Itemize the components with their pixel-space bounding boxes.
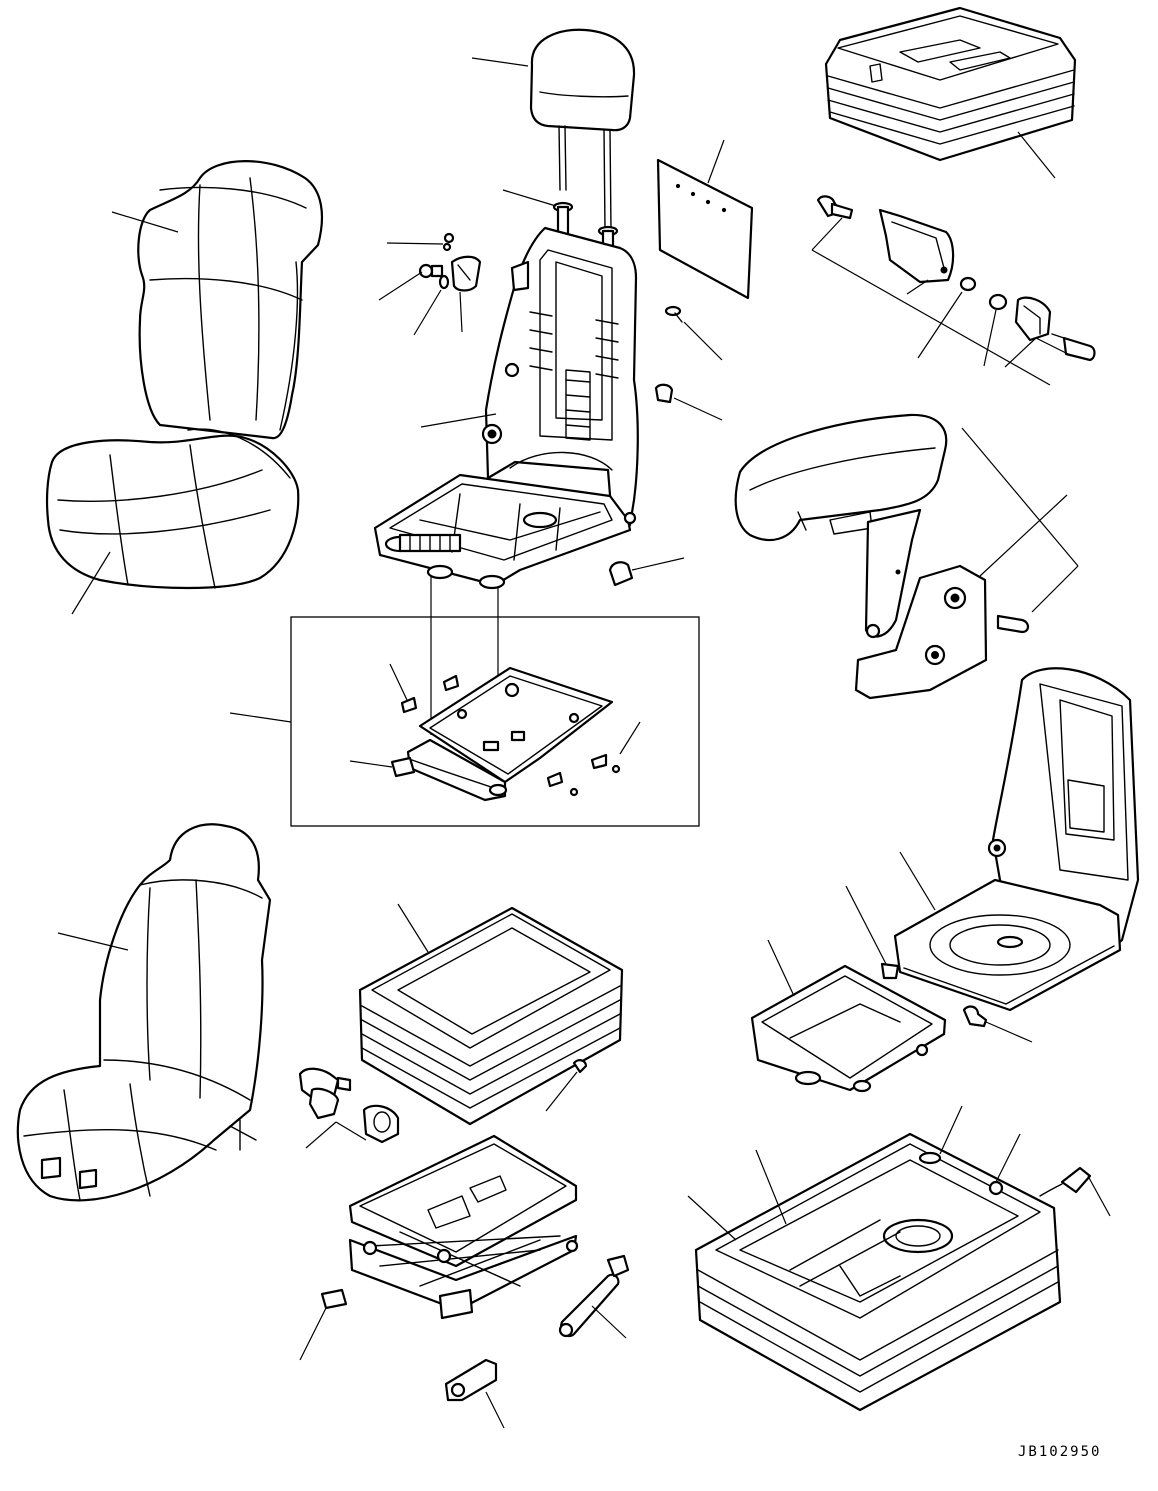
bracket-part[interactable] (444, 1358, 505, 1429)
seat-slide-rails-right[interactable] (750, 939, 947, 1093)
drawing-code: JB102950 (1018, 1444, 1102, 1460)
mounting-bolt-right[interactable] (962, 1005, 1033, 1043)
slide-stopper-bolt[interactable] (845, 885, 900, 980)
recline-lever-parts[interactable] (378, 232, 482, 336)
back-cover-panel[interactable] (656, 139, 754, 300)
seat-cushion[interactable] (45, 428, 300, 615)
suspension-unit[interactable] (824, 6, 1077, 179)
armrest[interactable] (734, 413, 1079, 700)
complete-seat[interactable] (16, 823, 272, 1202)
scissor-suspension[interactable] (348, 1134, 579, 1320)
bellows-screw[interactable] (545, 1059, 588, 1112)
back-cushion[interactable] (111, 160, 324, 440)
lever-knob[interactable] (608, 557, 685, 587)
seat-back-frame-right[interactable] (893, 667, 1140, 1012)
suspension-assembly[interactable] (687, 1105, 1111, 1412)
seat-frame-assembly[interactable] (373, 226, 639, 590)
shock-absorber[interactable] (558, 1254, 630, 1339)
latch-part[interactable] (299, 1288, 348, 1361)
back-frame-screw[interactable] (664, 305, 723, 361)
height-adjust-valves[interactable] (298, 1067, 400, 1149)
suspension-bellows[interactable] (358, 903, 624, 1126)
headrest[interactable] (471, 28, 636, 231)
slide-rail-detail-box[interactable] (229, 616, 700, 827)
back-frame-clip[interactable] (654, 383, 723, 421)
switch-mounting-set[interactable] (811, 195, 1096, 386)
